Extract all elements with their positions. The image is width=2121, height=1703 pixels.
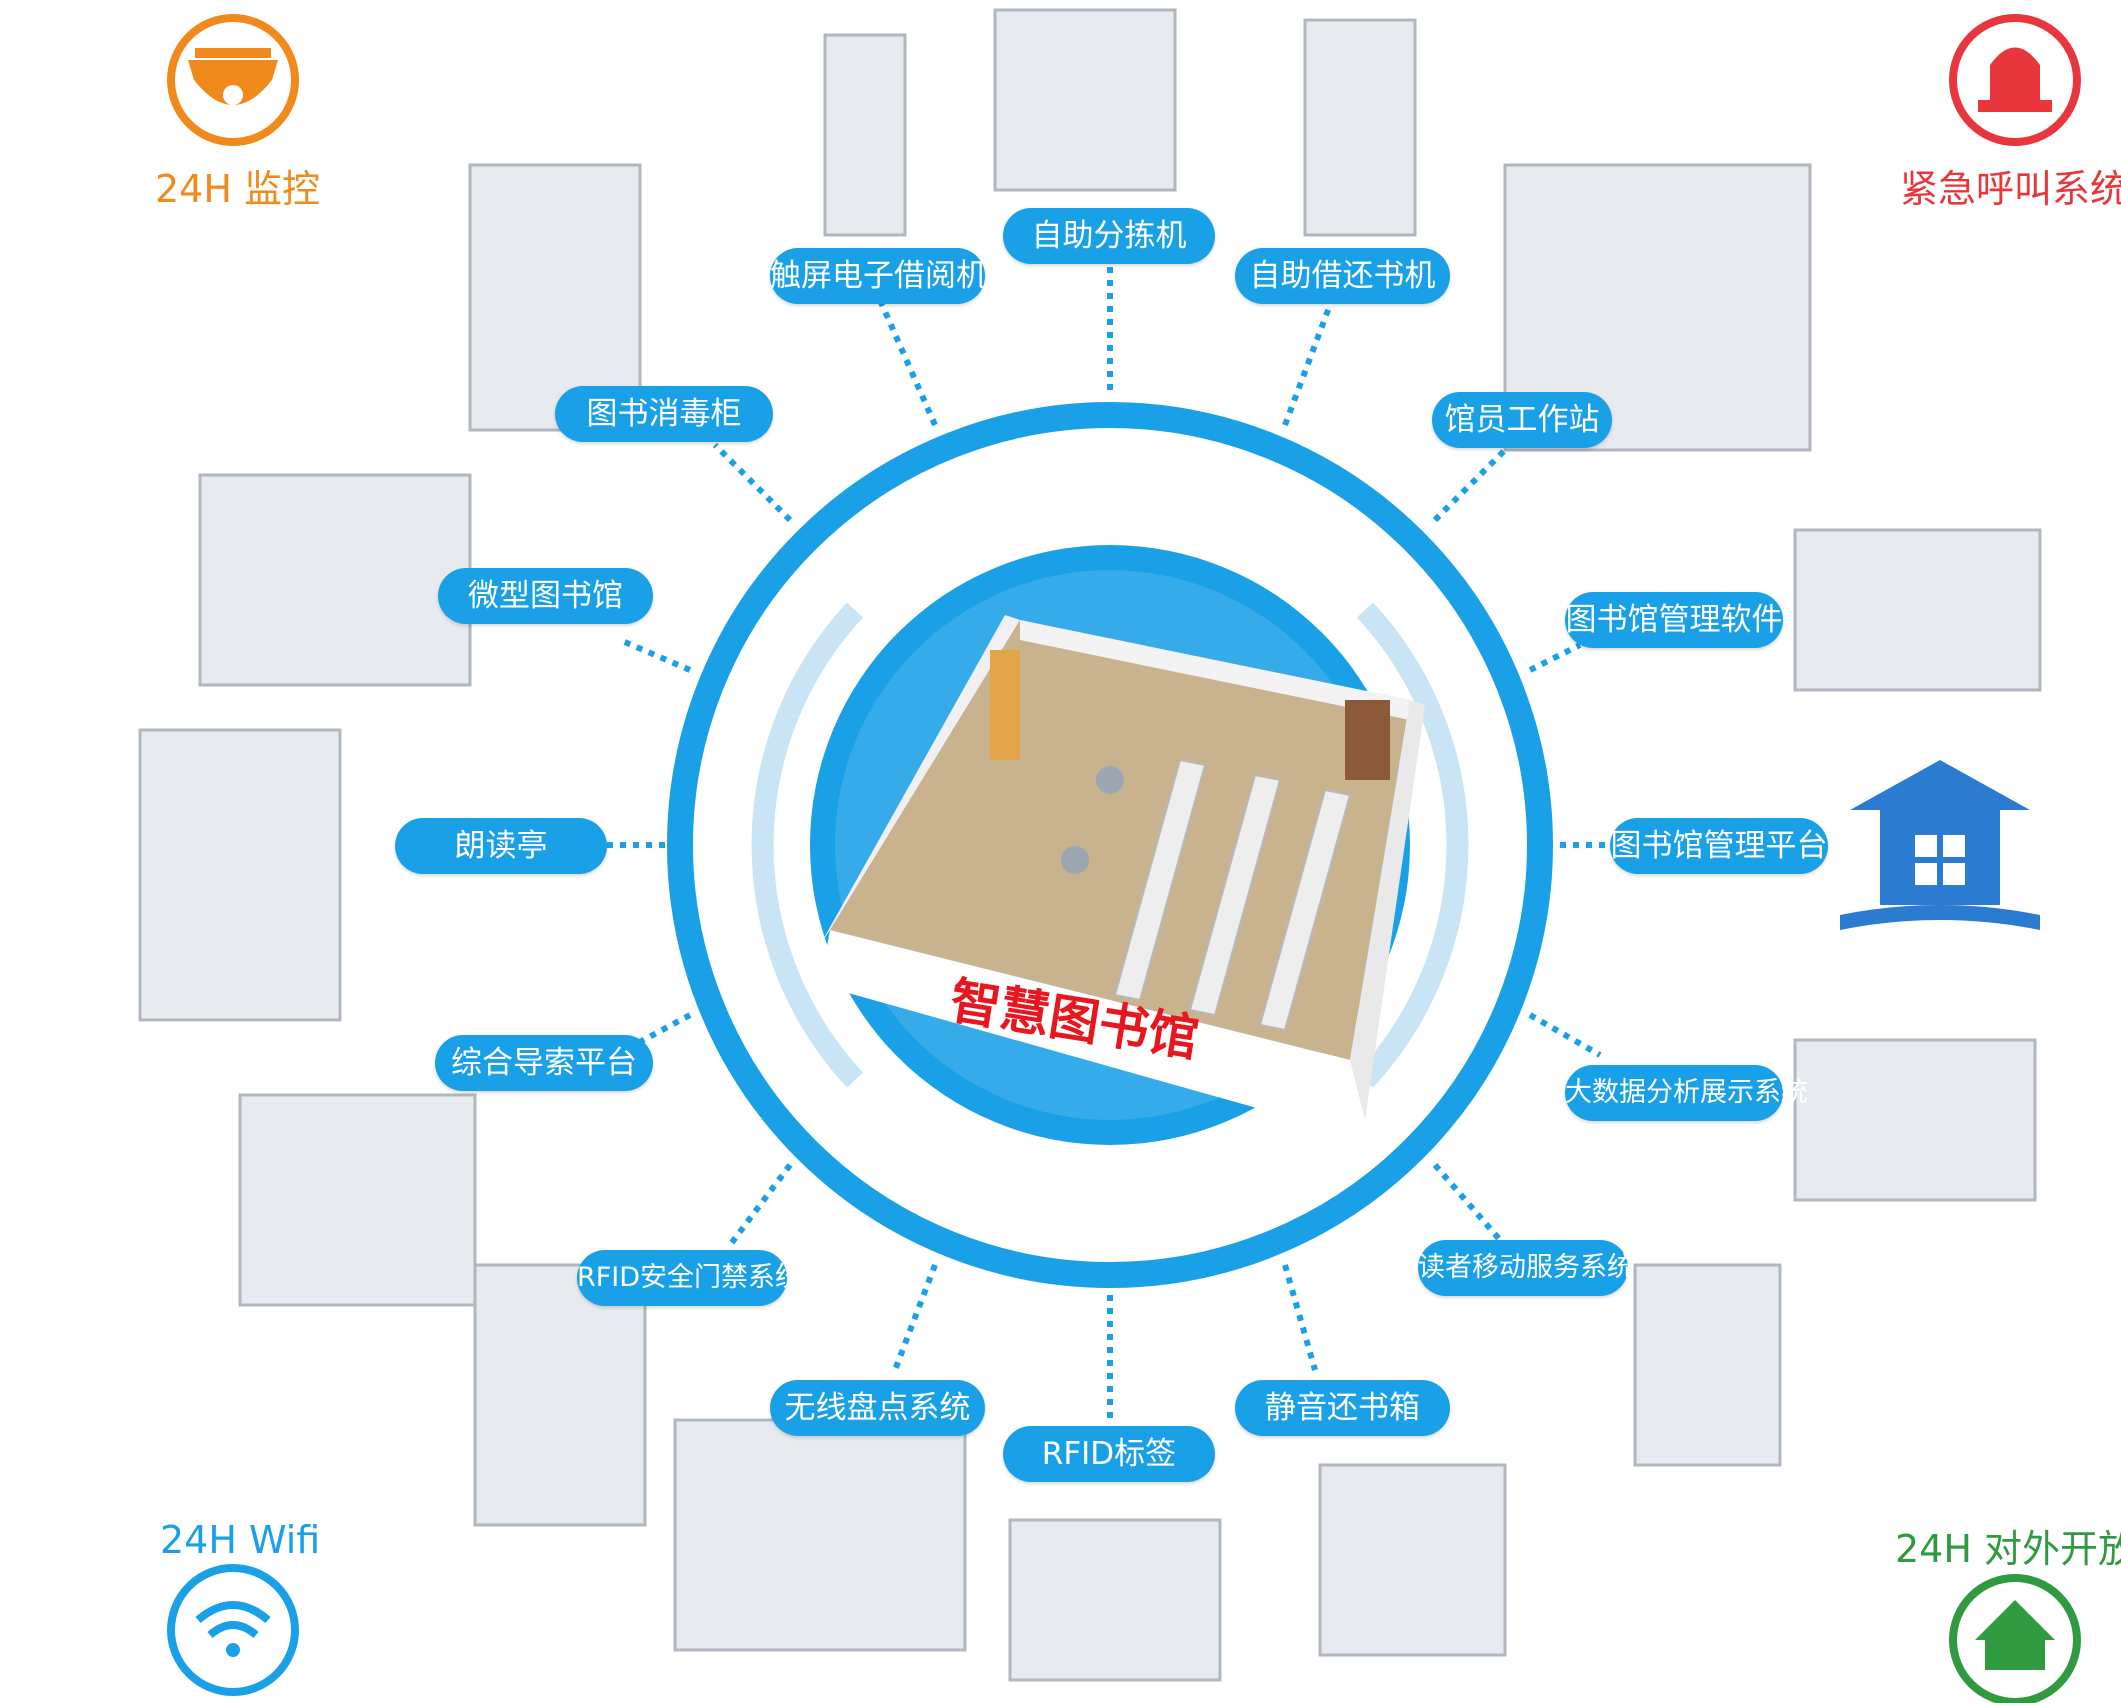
node-library-mgmt-software: 图书馆管理软件 <box>1565 592 1783 648</box>
tablet-image <box>1633 1263 1782 1467</box>
node-self-sorter: 自助分拣机 <box>1003 208 1215 264</box>
node-silent-return-box: 静音还书箱 <box>1235 1380 1450 1436</box>
wifi-icon <box>167 1564 299 1696</box>
bookshelf <box>1188 773 1282 1017</box>
sorter-machine-image <box>993 8 1177 192</box>
node-wireless-inventory: 无线盘点系统 <box>770 1380 985 1436</box>
inner-arc-right <box>1356 602 1469 1088</box>
node-self-borrow-return: 自助借还书机 <box>1235 248 1450 304</box>
corner-label-emergency-call: 紧急呼叫系统 <box>1900 167 2121 211</box>
search-kiosk-image <box>238 1093 477 1307</box>
node-library-mgmt-platform: 图书馆管理平台 <box>1610 818 1828 874</box>
connector-lines <box>605 265 1615 1425</box>
connector-line <box>1528 642 1582 673</box>
connector-line <box>1432 1163 1503 1242</box>
connector-line <box>1528 1012 1602 1058</box>
node-reader-mobile-service: 读者移动服务系统 <box>1418 1240 1634 1296</box>
node-rfid-security-gate: RFID安全门禁系统 <box>577 1250 802 1306</box>
connector-line <box>877 298 938 427</box>
corner-label-monitoring: 24H 监控 <box>155 167 321 211</box>
node-reading-booth: 朗读亭 <box>395 818 607 874</box>
node-touch-screen-reader: 触屏电子借阅机 <box>770 248 987 304</box>
mini-library-image <box>198 473 472 687</box>
connector-line <box>712 442 793 523</box>
alarm-bell-icon <box>1949 14 2081 146</box>
security-gate-image <box>473 1263 647 1527</box>
connector-line <box>1432 442 1513 523</box>
mgmt-software-screen-image <box>1793 528 2042 692</box>
node-search-guide-platform: 综合导索平台 <box>435 1035 653 1091</box>
node-rfid-tag: RFID标签 <box>1003 1426 1215 1482</box>
rfid-tag-roll-image <box>1008 1518 1222 1682</box>
room-floor <box>830 620 1410 1060</box>
room-back-wall <box>1020 620 1410 720</box>
inventory-reader-image <box>673 1418 967 1652</box>
sterilizer-cabinet-image <box>468 163 642 432</box>
inner-arc-left <box>751 602 864 1088</box>
reading-booth-mini <box>1345 700 1390 780</box>
silent-return-box-image <box>1318 1463 1507 1657</box>
connector-line <box>1282 303 1333 427</box>
room-front-wall <box>820 930 1350 1130</box>
camera-icon <box>167 14 299 146</box>
self-borrow-kiosk-image <box>1303 18 1417 237</box>
room-right-wall <box>1350 700 1425 1120</box>
table <box>1061 846 1089 874</box>
node-mini-library: 微型图书馆 <box>438 568 653 624</box>
bookshelf <box>1113 758 1207 1002</box>
home-icon <box>1949 1574 2081 1703</box>
connector-line <box>1282 1264 1318 1371</box>
wooden-cabinet <box>990 650 1020 760</box>
node-big-data-display: 大数据分析展示系统 <box>1565 1065 1808 1121</box>
bigdata-screen-image <box>1793 1038 2037 1202</box>
reading-booth-image <box>138 728 342 1022</box>
corner-label-wifi: 24H Wifi <box>160 1518 321 1562</box>
connector-line <box>727 1163 793 1247</box>
corner-label-open-access: 24H 对外开放 <box>1895 1527 2121 1571</box>
node-book-sterilizer: 图书消毒柜 <box>555 386 773 442</box>
connector-line <box>892 1263 938 1372</box>
room-left-wall <box>820 615 1020 945</box>
touch-reader-kiosk-image <box>823 33 907 237</box>
library-room-illustration <box>820 615 1425 1130</box>
house-book-icon <box>1840 760 2040 930</box>
connector-line <box>618 637 692 673</box>
node-librarian-workstation: 馆员工作站 <box>1432 392 1612 448</box>
outer-ring <box>667 402 1553 1288</box>
table <box>1096 766 1124 794</box>
bookshelf <box>1258 788 1352 1032</box>
